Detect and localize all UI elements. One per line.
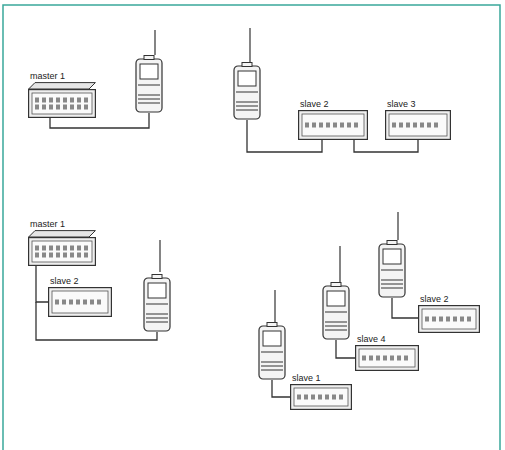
master-unit: master 1 (28, 70, 96, 118)
device-drawing (298, 110, 368, 140)
slave-unit: slave 3 (385, 98, 451, 140)
frame (3, 5, 500, 450)
radio-modems (136, 56, 405, 380)
device-drawing (385, 110, 451, 140)
unit-label: slave 2 (48, 275, 112, 287)
slave-unit: slave 1 (290, 372, 352, 410)
device-box (28, 230, 96, 266)
cable (354, 140, 418, 152)
device-drawing (290, 384, 352, 410)
unit-label: slave 2 (298, 98, 368, 110)
device-drawing (418, 305, 480, 333)
device-drawing (355, 345, 419, 371)
slave-unit: slave 2 (48, 275, 112, 317)
cable (36, 266, 48, 302)
device-box (355, 345, 419, 371)
device-box (28, 82, 96, 118)
device-box (418, 305, 480, 333)
unit-label: slave 4 (355, 333, 419, 345)
slave-unit: slave 2 (418, 293, 480, 333)
unit-label: slave 3 (385, 98, 451, 110)
unit-label: slave 1 (290, 372, 352, 384)
slave-unit: slave 4 (355, 333, 419, 371)
unit-label: master 1 (28, 218, 96, 230)
unit-label: slave 2 (418, 293, 480, 305)
device-box (290, 384, 352, 410)
device-box (48, 287, 112, 317)
device-box (298, 110, 368, 140)
unit-label: master 1 (28, 70, 96, 82)
slave-unit: slave 2 (298, 98, 368, 140)
master-unit: master 1 (28, 218, 96, 266)
device-drawing (28, 82, 96, 118)
device-box (385, 110, 451, 140)
antennas (155, 28, 398, 322)
device-drawing (28, 230, 96, 266)
device-drawing (48, 287, 112, 317)
